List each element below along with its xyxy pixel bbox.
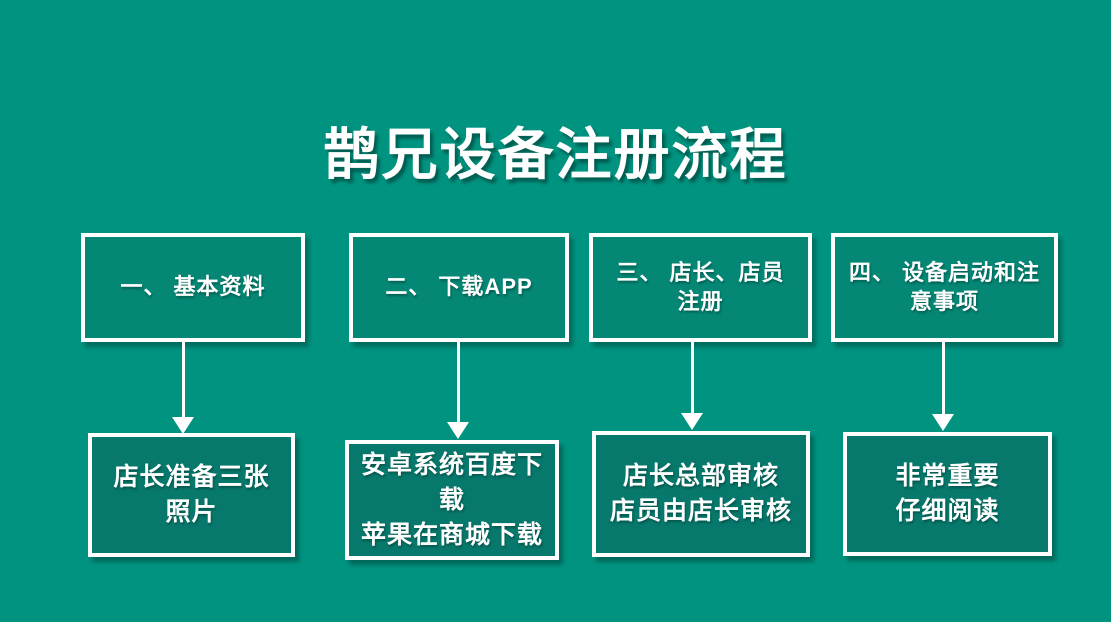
step3-detail-label: 店长总部审核 店员由店长审核 <box>609 462 792 525</box>
step1-detail-box: 店长准备三张照片 <box>88 433 295 557</box>
step1-title-box: 一、 基本资料 <box>81 233 305 342</box>
arrow-head <box>447 422 469 439</box>
step1-detail-label: 店长准备三张照片 <box>113 463 270 526</box>
arrow-line <box>941 342 945 414</box>
arrow-line <box>690 342 694 413</box>
arrow-line <box>456 342 460 422</box>
step3-detail-box: 店长总部审核 店员由店长审核 <box>592 431 810 557</box>
step2-title-box: 二、 下载APP <box>349 233 569 342</box>
step1-down-arrow-icon <box>172 342 194 434</box>
step2-detail-label: 安卓系统百度下载 苹果在商城下载 <box>360 450 543 549</box>
step2-down-arrow-icon <box>447 342 469 439</box>
step4-detail-box: 非常重要 仔细阅读 <box>843 432 1052 556</box>
step3-title-label: 三、 店长、店员注册 <box>616 259 785 314</box>
arrow-head <box>172 417 194 434</box>
step3-title-box: 三、 店长、店员注册 <box>589 233 812 342</box>
step4-title-label: 四、 设备启动和注意事项 <box>848 259 1041 314</box>
step2-detail-box: 安卓系统百度下载 苹果在商城下载 <box>345 440 559 560</box>
step4-title-box: 四、 设备启动和注意事项 <box>831 233 1058 342</box>
page-title: 鹊兄设备注册流程 <box>323 123 788 186</box>
arrow-head <box>681 413 703 430</box>
step4-down-arrow-icon <box>932 342 954 431</box>
step1-title-label: 一、 基本资料 <box>120 274 266 300</box>
arrow-line <box>181 342 185 417</box>
step3-down-arrow-icon <box>681 342 703 430</box>
step2-title-label: 二、 下载APP <box>385 274 533 300</box>
step4-detail-label: 非常重要 仔细阅读 <box>895 462 1000 525</box>
arrow-head <box>932 414 954 431</box>
